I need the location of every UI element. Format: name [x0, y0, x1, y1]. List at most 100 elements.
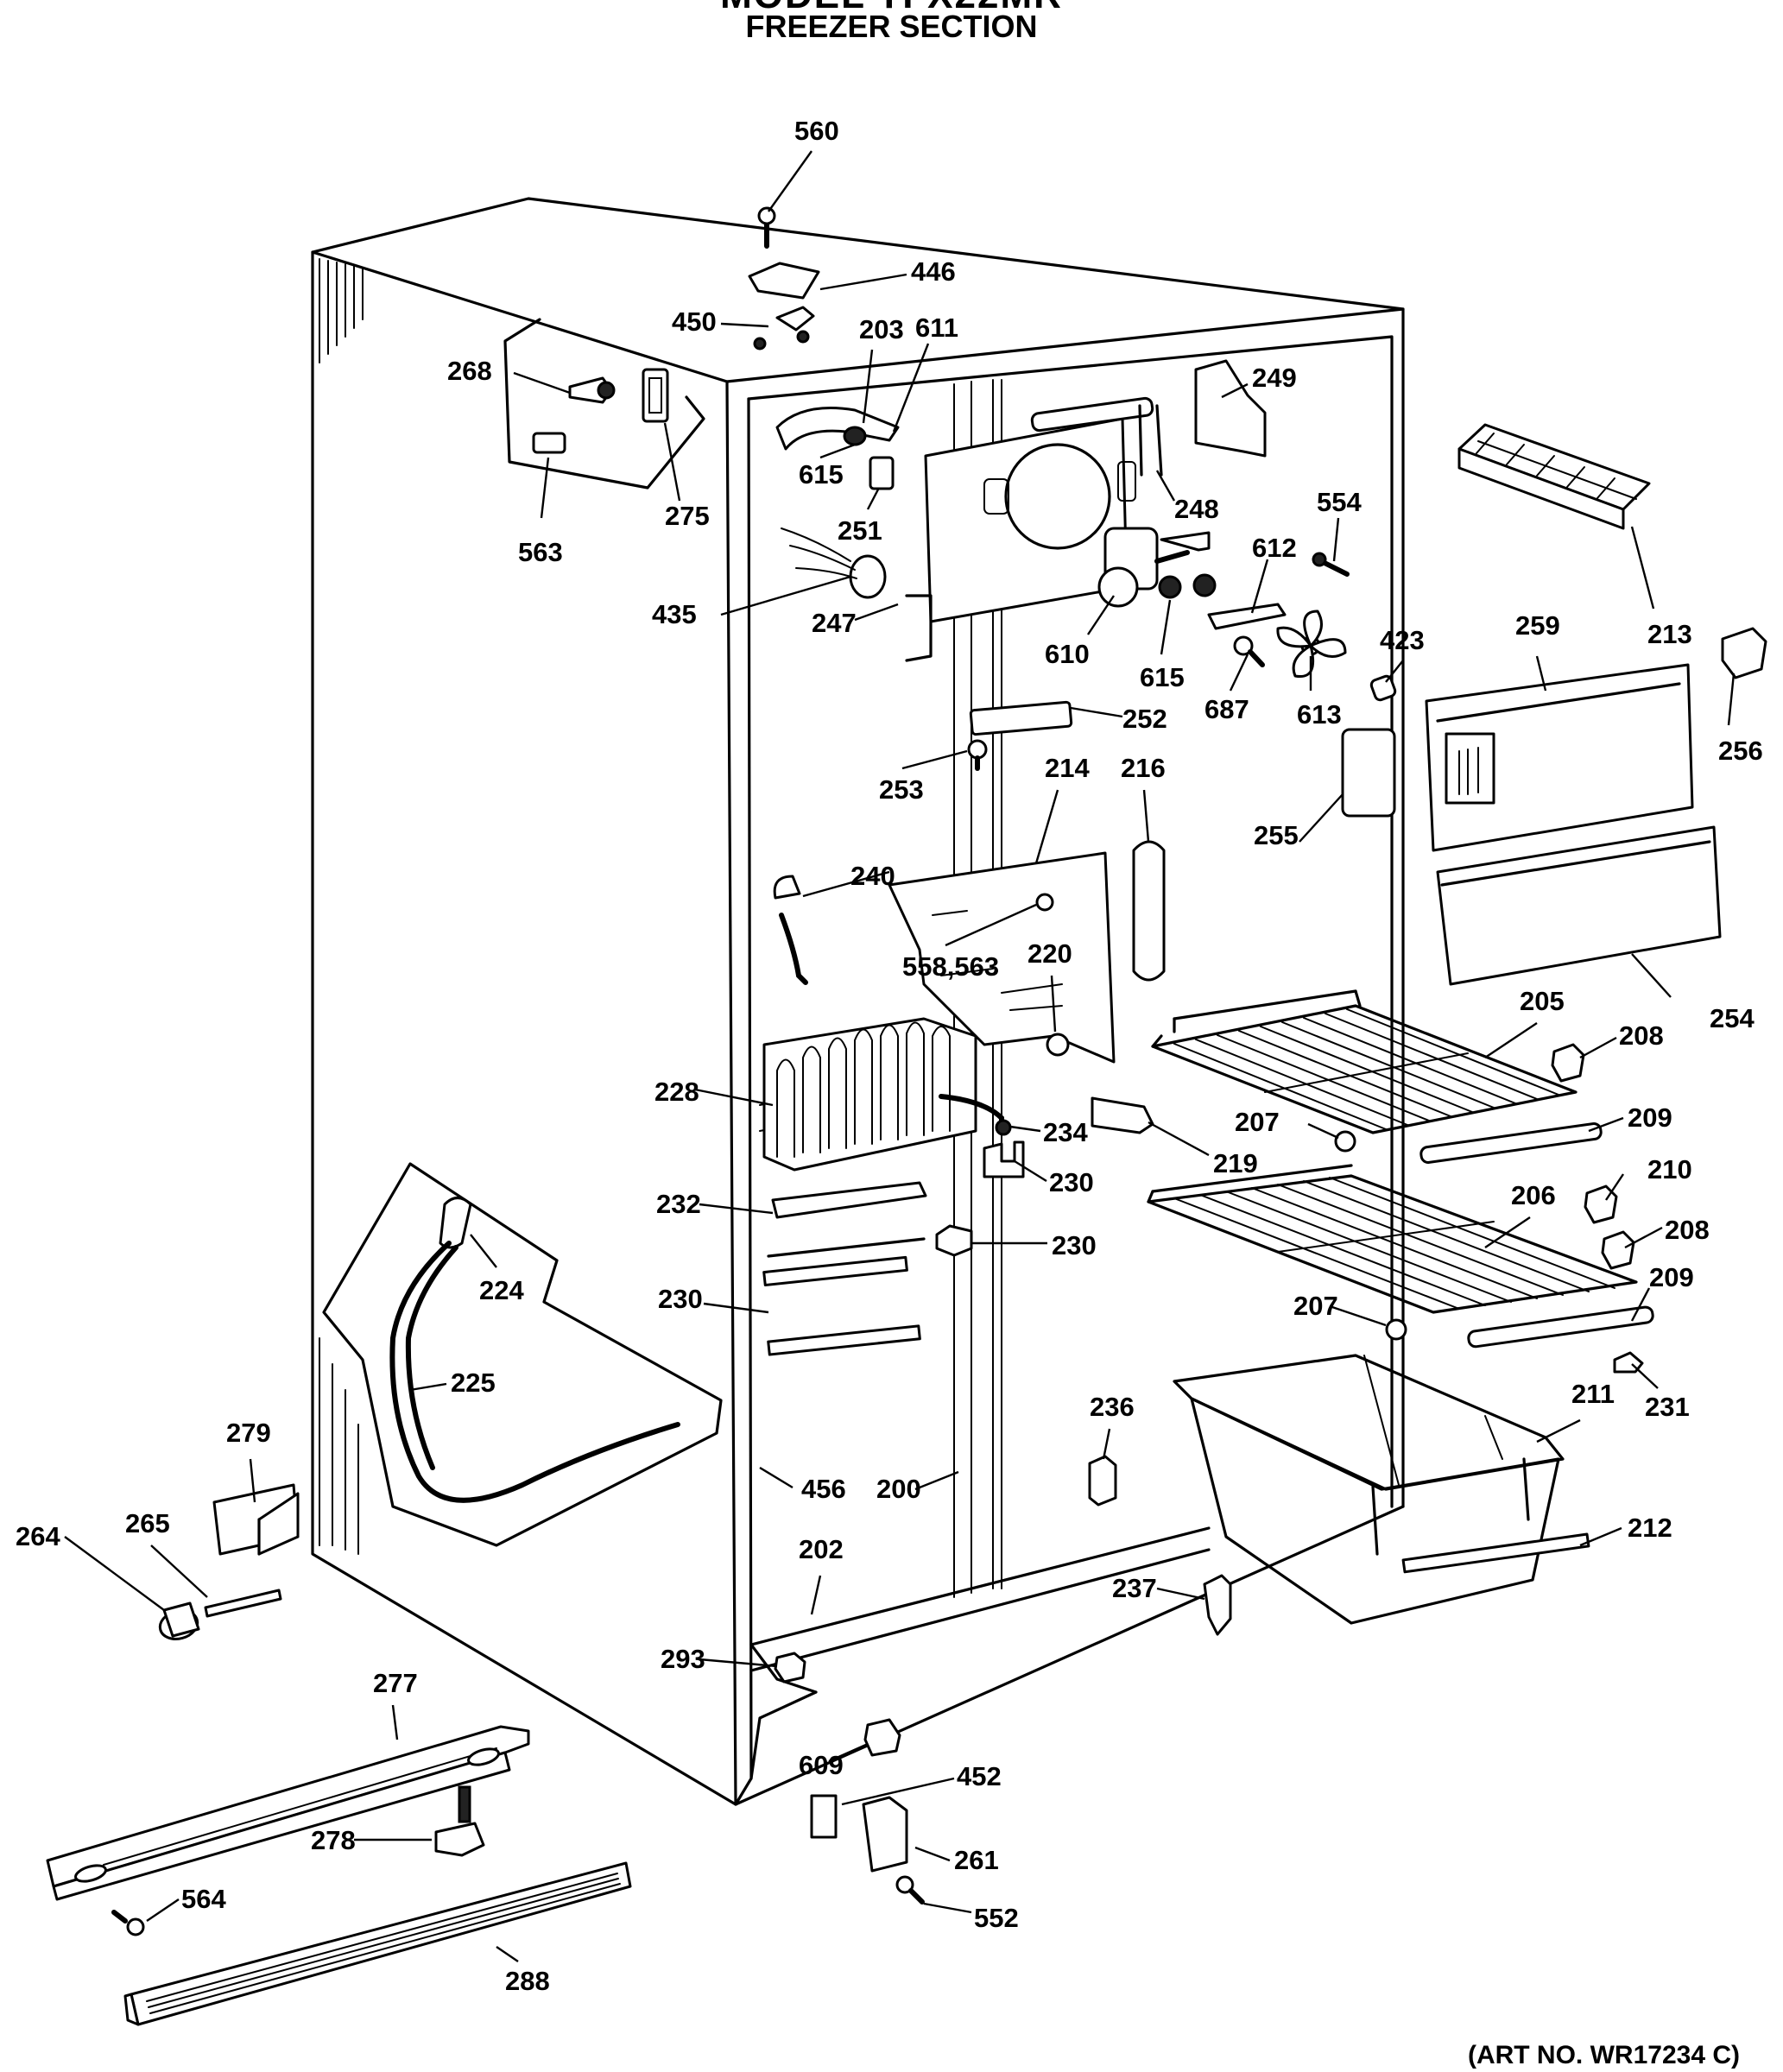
- shelf-trim-209-b: [1467, 1305, 1654, 1349]
- air-duct: [969, 700, 1073, 736]
- callout-611: 611: [915, 313, 958, 343]
- ice-bracket: [1721, 627, 1767, 679]
- callout-456: 456: [801, 1474, 846, 1504]
- callout-452: 452: [957, 1761, 1002, 1791]
- callout-206: 206: [1511, 1180, 1556, 1210]
- callout-259: 259: [1515, 610, 1560, 641]
- callout-247: 247: [812, 608, 857, 638]
- drain-heater: [1091, 1096, 1154, 1134]
- callout-293: 293: [661, 1644, 705, 1674]
- callout-labels: 560 446 450 203 611 268 249 615 275 251 …: [16, 116, 1763, 1996]
- callout-231: 231: [1645, 1392, 1690, 1422]
- shelf-support-208-a: [1551, 1043, 1585, 1083]
- callout-612: 612: [1252, 533, 1297, 563]
- callout-261: 261: [954, 1845, 999, 1875]
- ice-bin-frame: [1425, 663, 1694, 852]
- callout-207-b: 207: [1293, 1291, 1338, 1321]
- lamp-socket: [781, 527, 887, 599]
- defrost-cord: [773, 875, 808, 985]
- callout-446: 446: [911, 256, 956, 287]
- callout-687: 687: [1204, 694, 1249, 724]
- base-grille: [123, 1861, 632, 2026]
- callout-615-a: 615: [799, 459, 844, 490]
- callout-210: 210: [1647, 1154, 1692, 1184]
- callout-203: 203: [859, 314, 904, 344]
- callout-200: 200: [876, 1474, 921, 1504]
- channel-216: [1132, 840, 1166, 982]
- callout-552: 552: [974, 1903, 1019, 1933]
- callout-254: 254: [1710, 1003, 1755, 1033]
- control-panel-group: [503, 318, 705, 490]
- light-bulb: [1369, 674, 1397, 702]
- callout-563: 563: [518, 537, 563, 567]
- hinge-237: [1203, 1574, 1232, 1636]
- callout-554: 554: [1317, 487, 1362, 517]
- leveling-leg: [158, 1601, 200, 1640]
- base-rail: [46, 1725, 530, 1901]
- callout-256: 256: [1718, 736, 1763, 766]
- callout-209-a: 209: [1628, 1102, 1672, 1133]
- shelf-support-208-b: [1601, 1230, 1635, 1270]
- callout-230-a: 230: [1049, 1167, 1094, 1197]
- screw-687: [1233, 635, 1265, 667]
- callout-255: 255: [1254, 820, 1299, 850]
- clip-609: [863, 1718, 901, 1757]
- screw-554: [1312, 552, 1350, 577]
- screw-564: [111, 1910, 145, 1936]
- callout-251: 251: [838, 515, 882, 546]
- shim-452: [810, 1794, 838, 1839]
- screw-552: [895, 1875, 925, 1905]
- callout-240: 240: [850, 861, 895, 891]
- freezer-basket: [1173, 1354, 1590, 1625]
- shelf-stop-207-b: [1385, 1318, 1407, 1341]
- callout-279: 279: [226, 1418, 271, 1448]
- section-title: FREEZER SECTION: [745, 9, 1038, 44]
- callout-560: 560: [794, 116, 839, 146]
- clip-293: [774, 1652, 806, 1684]
- clip-230-a: [983, 1140, 1025, 1178]
- callout-615-b: 615: [1140, 662, 1185, 692]
- model-title: MODEL TFX22MR: [0, 0, 1783, 17]
- shelf-stop-207-a: [1334, 1130, 1356, 1153]
- callout-268: 268: [447, 356, 492, 386]
- ice-bin-front: [1436, 825, 1722, 986]
- top-hinge: [748, 206, 820, 351]
- callout-277: 277: [373, 1668, 418, 1698]
- callout-208-b: 208: [1665, 1215, 1710, 1245]
- callout-212: 212: [1628, 1513, 1672, 1543]
- callout-237: 237: [1112, 1573, 1157, 1603]
- callout-228: 228: [654, 1077, 699, 1107]
- leveling-screw: [204, 1589, 282, 1618]
- screw-253: [967, 739, 988, 771]
- drain-tube-group: [322, 1162, 723, 1547]
- evaporator-coil: [762, 1017, 1012, 1172]
- callout-288: 288: [505, 1966, 550, 1996]
- callout-230-b: 230: [1052, 1230, 1097, 1260]
- leveler-bracket: [212, 1483, 300, 1556]
- callout-205: 205: [1520, 986, 1565, 1016]
- art-number: (ART NO. WR17234 C): [1467, 2041, 1740, 2069]
- callout-224: 224: [479, 1275, 524, 1305]
- callout-208-a: 208: [1619, 1020, 1664, 1051]
- callout-610: 610: [1045, 639, 1090, 669]
- ice-tray: [1457, 423, 1651, 530]
- callout-278: 278: [311, 1825, 356, 1855]
- callout-264: 264: [16, 1521, 60, 1551]
- roller-278: [434, 1785, 485, 1857]
- shelf-205: [1151, 989, 1578, 1134]
- drain-trough: [771, 1181, 927, 1219]
- callout-213: 213: [1647, 619, 1692, 649]
- callout-232: 232: [656, 1189, 701, 1219]
- shelf-trim-209-a: [1419, 1122, 1603, 1164]
- shelf-206: [1147, 1164, 1638, 1314]
- leader-lines: [64, 150, 1736, 1962]
- callout-423: 423: [1380, 625, 1425, 655]
- callout-450: 450: [672, 306, 717, 337]
- hinge-236: [1088, 1455, 1117, 1507]
- fan-blade: [1276, 610, 1347, 679]
- callout-248: 248: [1174, 494, 1219, 524]
- callout-609: 609: [799, 1750, 844, 1780]
- callout-236: 236: [1090, 1392, 1135, 1422]
- callout-216: 216: [1121, 753, 1166, 783]
